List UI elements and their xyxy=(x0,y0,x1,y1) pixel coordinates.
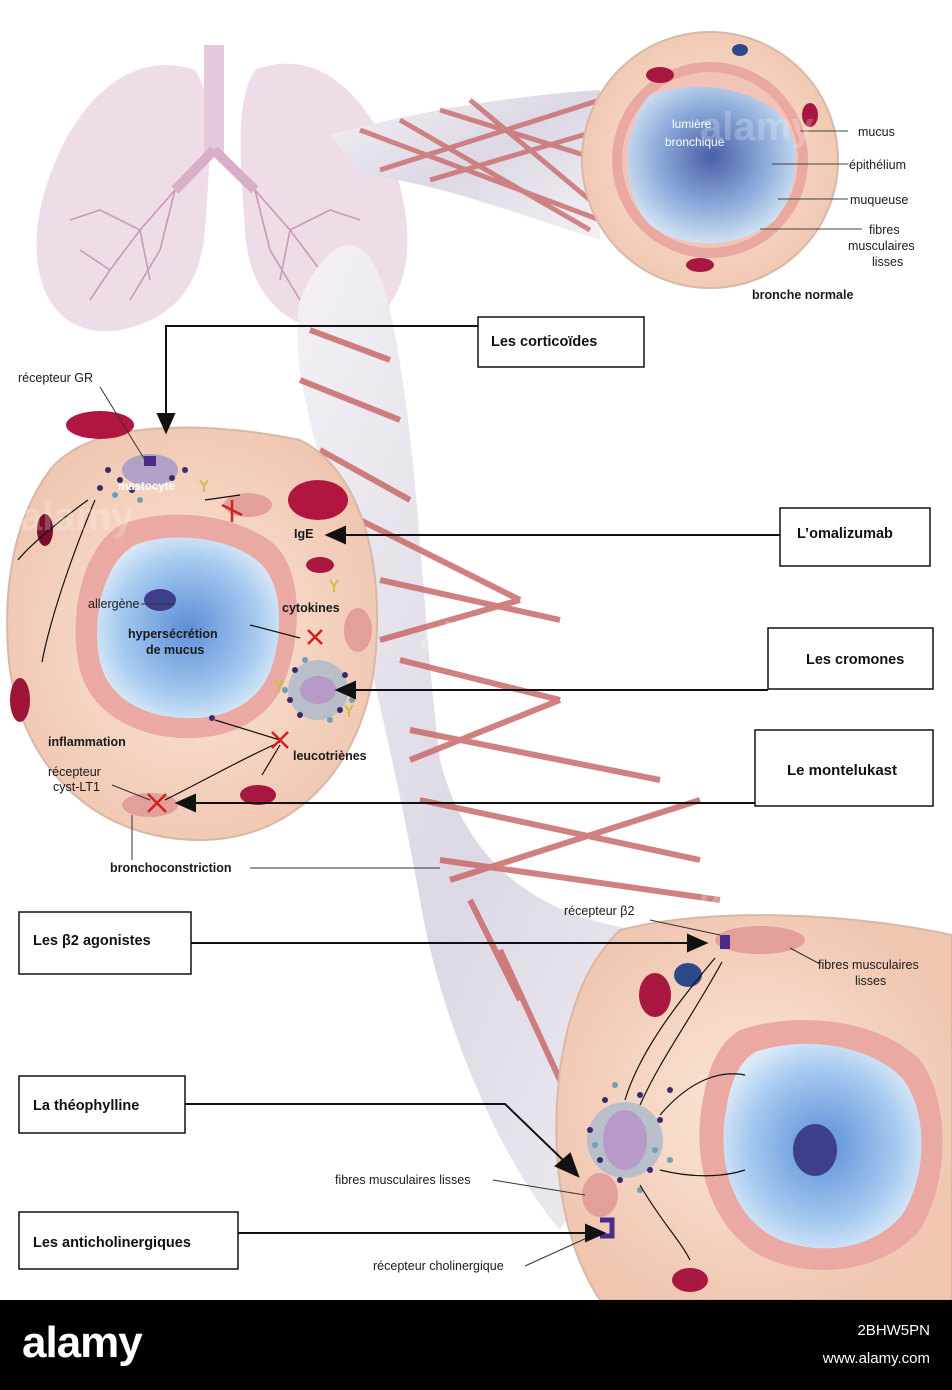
watermark-text: alamy xyxy=(20,495,134,539)
mucus-hypersecretion-label-line2: de mucus xyxy=(146,643,204,657)
watermark-text: alamy xyxy=(700,105,814,149)
drug-box-theophylline-label: La théophylline xyxy=(33,1098,139,1114)
drug-box-montelukast-label: Le montelukast xyxy=(787,762,897,779)
cyst-lt1-receptor-label-line2: cyst-LT1 xyxy=(53,780,100,794)
pathway-arrows xyxy=(17,494,301,801)
drug-box-omalizumab: L’omalizumab xyxy=(779,507,931,567)
beta2-receptor-icon xyxy=(720,935,730,949)
drug-box-omalizumab-label: L’omalizumab xyxy=(797,526,893,542)
drug-box-corticoids: Les corticoïdes xyxy=(477,316,645,368)
drug-box-beta2-agonists: Les β2 agonistes xyxy=(18,911,192,975)
watermark-text: alamy xyxy=(700,870,814,914)
drug-box-anticholinergics-label: Les anticholinergiques xyxy=(33,1235,191,1251)
alamy-footer-bar: alamy 2BHW5PN www.alamy.com xyxy=(0,1300,952,1390)
mucus-hypersecretion-label-line1: hypersécrétion xyxy=(128,627,218,641)
normal-bronchus-title: bronche normale xyxy=(752,288,853,302)
drug-box-theophylline: La théophylline xyxy=(18,1075,186,1134)
inflammation-label: inflammation xyxy=(48,735,126,749)
cytokines-label: cytokines xyxy=(282,601,340,615)
bronchus-tube-upper xyxy=(330,90,601,240)
drug-box-cromones: Les cromones xyxy=(767,627,934,690)
normal-bronchus-section: lumière bronchique xyxy=(581,31,839,289)
image-id: 2BHW5PN xyxy=(857,1322,930,1339)
cyst-lt1-receptor-label-line1: récepteur xyxy=(48,765,101,779)
ige-label: IgE xyxy=(294,527,313,541)
asthma-treatment-diagram: lumière bronchique mucus épithélium muqu… xyxy=(6,31,952,1300)
asthmatic-bronchus-section xyxy=(6,411,379,842)
lumen-label-line1: lumière xyxy=(672,117,712,131)
lumen-label-line2: bronchique xyxy=(665,135,725,149)
drug-box-anticholinergics: Les anticholinergiques xyxy=(18,1211,239,1270)
bronchus-section-lower xyxy=(555,914,952,1300)
gr-receptor-icon xyxy=(144,456,156,466)
epithelium-label: épithélium xyxy=(849,158,906,172)
smooth-muscle-fibres-label: fibres musculaires lisses xyxy=(335,1173,470,1187)
inhibition-marks xyxy=(147,500,323,813)
drug-box-cromones-label: Les cromones xyxy=(806,652,904,668)
watermark-text: alamy xyxy=(420,615,534,659)
allergen-label: allergène xyxy=(88,597,139,611)
beta2-receptor-label: récepteur β2 xyxy=(564,904,634,918)
bronchoconstriction-label: bronchoconstriction xyxy=(110,861,232,875)
smooth-muscle-label-line2: musculaires xyxy=(848,239,915,253)
mucus-label: mucus xyxy=(858,125,895,139)
cholinergic-receptor-icon xyxy=(600,1217,615,1239)
mast-cell-label: mastocyte xyxy=(118,481,175,493)
drug-box-montelukast: Le montelukast xyxy=(754,729,934,807)
beta2-smooth-muscle-label-line1: fibres musculaires xyxy=(818,958,919,972)
beta2-smooth-muscle-label-line2: lisses xyxy=(855,974,886,988)
watermark-layer: alamy alamy alamy alamy xyxy=(20,105,814,914)
normal-bronchus-labels xyxy=(760,130,862,230)
lower-pathway-arrows xyxy=(624,957,746,1261)
drug-connector-arrows xyxy=(156,325,780,1243)
drug-box-corticoids-label: Les corticoïdes xyxy=(491,334,597,350)
gr-receptor-label: récepteur GR xyxy=(18,371,93,385)
leukotrienes-label: leucotriènes xyxy=(293,749,367,763)
site-url: www.alamy.com xyxy=(822,1350,930,1367)
cholinergic-receptor-label: récepteur cholinergique xyxy=(373,1259,504,1273)
smooth-muscle-label-line1: fibres xyxy=(869,223,900,237)
alamy-logo: alamy xyxy=(22,1318,143,1367)
smooth-muscle-label-line3: lisses xyxy=(872,255,903,269)
mucosa-label: muqueuse xyxy=(850,193,908,207)
drug-box-beta2-agonists-label: Les β2 agonistes xyxy=(33,933,151,949)
